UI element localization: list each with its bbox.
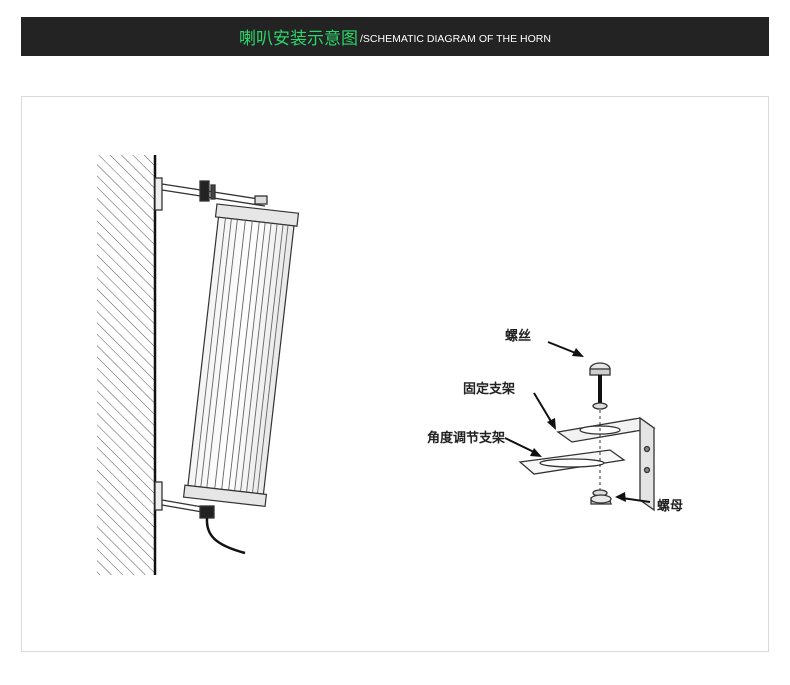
callout-screw: 螺丝 [505,329,532,344]
callout-fixed-bracket: 固定支架 [463,382,516,397]
callout-arrows [504,341,651,503]
horn-speaker [182,203,300,508]
callout-angle-bracket: 角度调节支架 [427,431,506,446]
wall [97,155,157,575]
callout-nut: 螺母 [657,499,684,514]
page-title: 喇叭安装示意图 [239,29,359,49]
top-wall-bracket [154,177,268,211]
header-bar: 喇叭安装示意图 /SCHEMATIC DIAGRAM OF THE HORN [21,17,769,56]
page-subtitle: /SCHEMATIC DIAGRAM OF THE HORN [360,32,551,45]
speaker-cable [205,517,246,555]
bracket-assembly [518,362,656,512]
